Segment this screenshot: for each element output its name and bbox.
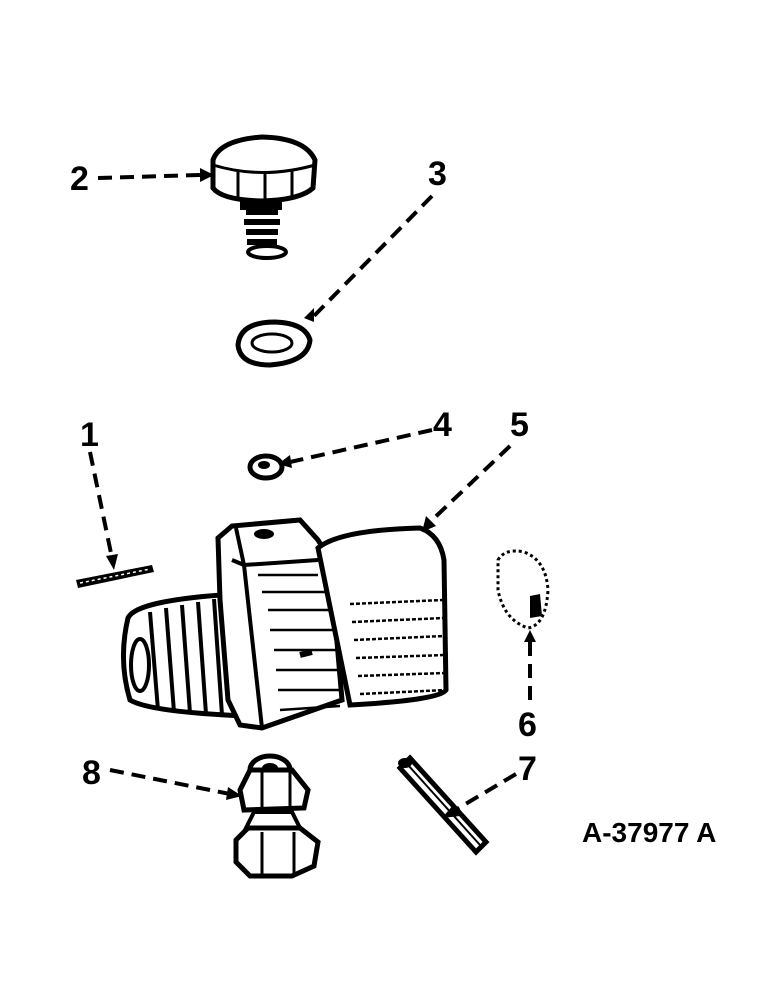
leader-lines: [88, 168, 536, 818]
callout-6: 6: [518, 706, 537, 744]
callout-7: 7: [518, 750, 537, 788]
callout-5: 5: [510, 406, 529, 444]
callout-2: 2: [70, 160, 89, 198]
callout-8: 8: [82, 754, 101, 792]
ball-part: [247, 453, 285, 481]
disc-part: [496, 549, 550, 630]
cap-screw-part: [210, 134, 318, 260]
fitting-nut-part: [233, 753, 321, 879]
callout-3: 3: [428, 155, 447, 193]
callout-4: 4: [433, 406, 452, 444]
pin-1-part: [76, 565, 154, 588]
gasket-part: [235, 319, 313, 368]
callout-1: 1: [80, 416, 99, 454]
figure-id: A-37977 A: [582, 817, 716, 848]
valve-body-part: [121, 517, 449, 731]
pin-7-part: [396, 754, 490, 856]
